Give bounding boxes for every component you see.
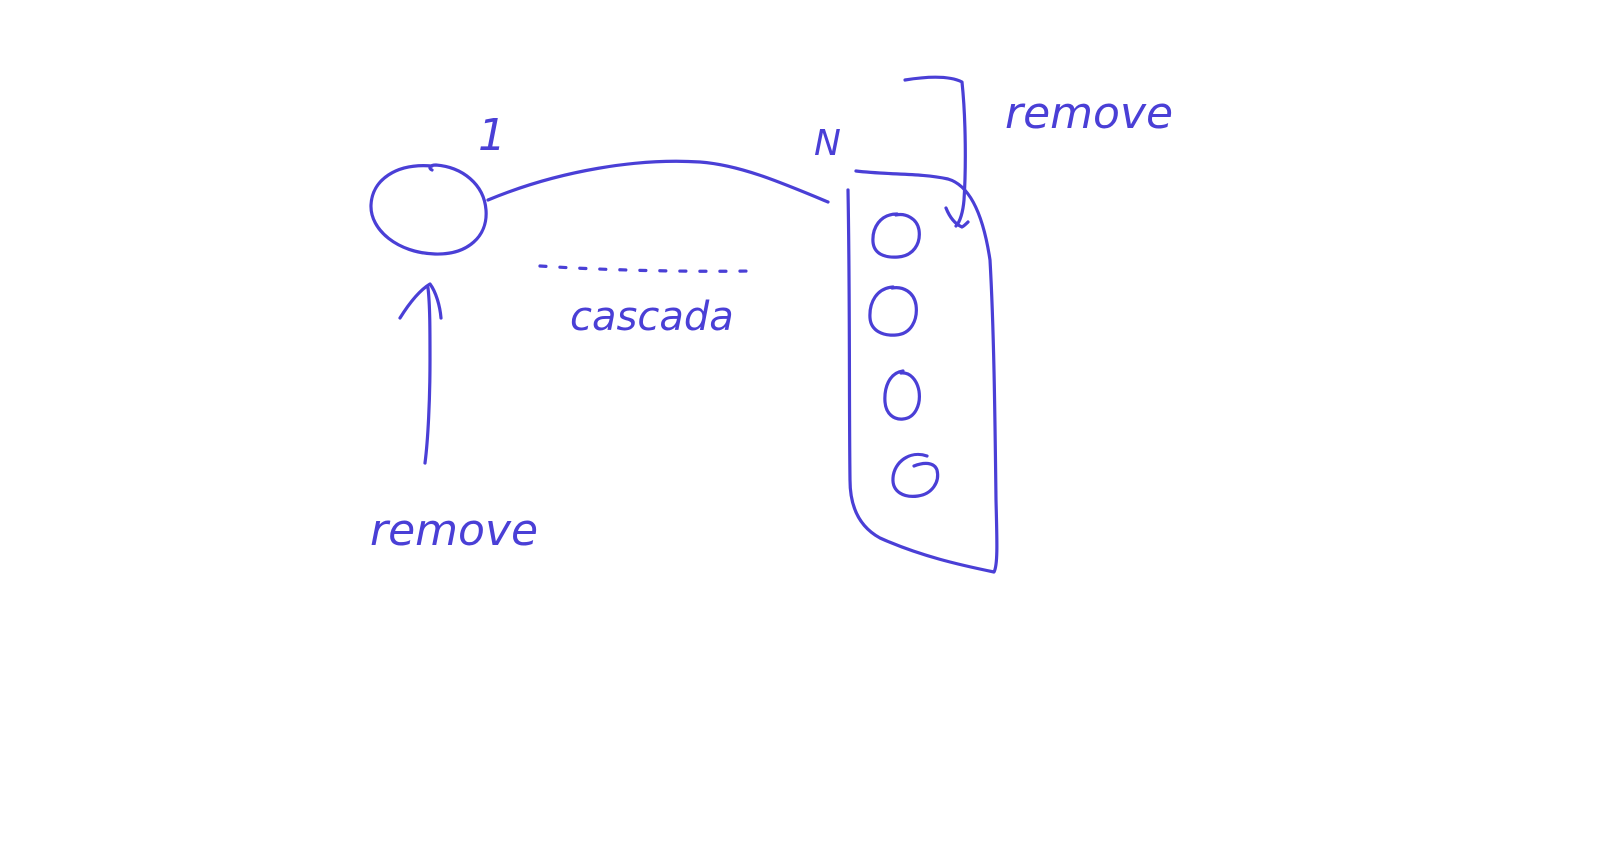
cascade-dotted-line (538, 264, 752, 273)
remove-children-arrow-line (903, 75, 967, 228)
cardinality-many-label: N (814, 123, 841, 164)
cascade-label: cascada (570, 294, 734, 340)
cardinality-one-label: 1 (478, 110, 506, 161)
child-item-1 (871, 212, 921, 259)
child-item-4 (891, 452, 940, 498)
child-entity-container (846, 169, 999, 574)
child-item-3 (883, 369, 921, 421)
remove-children-arrow-head (944, 206, 970, 229)
remove-children-label: remove (1005, 88, 1173, 139)
remove-parent-arrow-head (398, 282, 443, 320)
remove-parent-label: remove (370, 505, 538, 556)
child-item-2 (868, 285, 918, 337)
parent-entity-circle (369, 163, 488, 256)
ink-strokes: 1 N cascada remove remove (369, 75, 1173, 574)
relationship-line (486, 159, 830, 204)
remove-parent-arrow-line (423, 286, 432, 465)
